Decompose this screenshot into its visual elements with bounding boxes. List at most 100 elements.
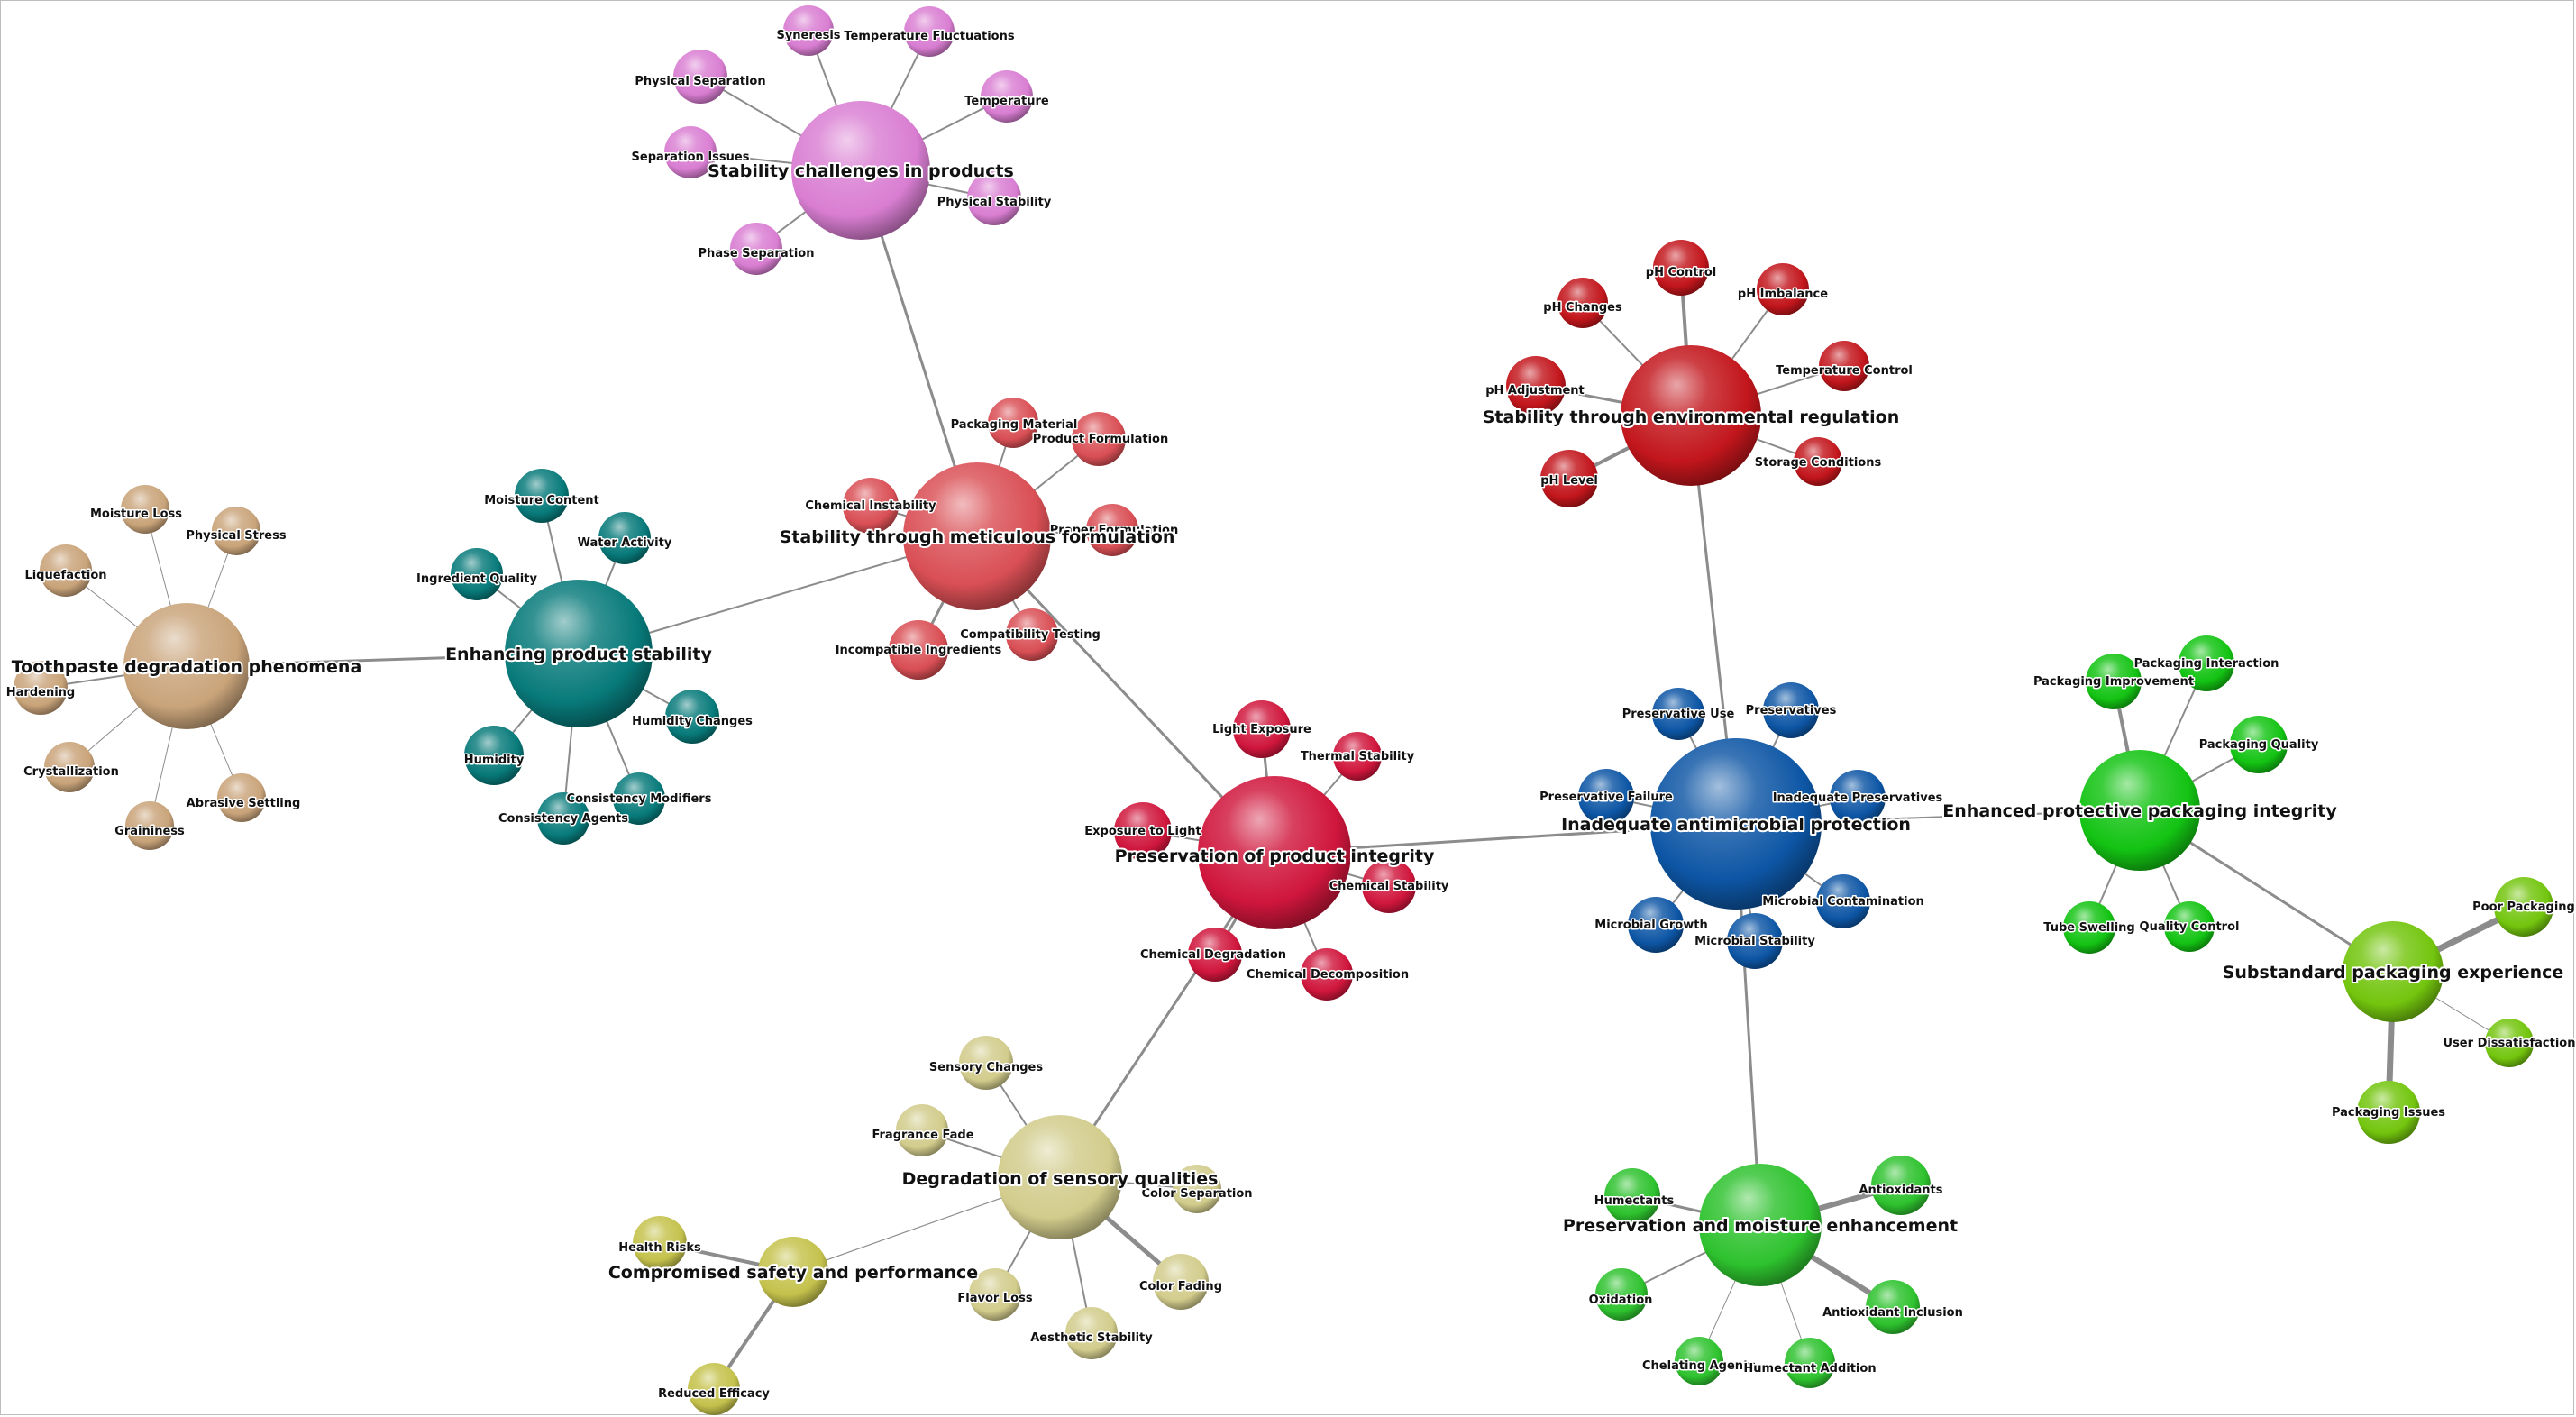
leaf-node-chemical-instability[interactable] <box>843 478 899 534</box>
hub-label: Enhancing product stability <box>445 645 712 664</box>
leaf-node-abrasive-settling[interactable] <box>217 773 266 822</box>
leaf-node-quality-control[interactable] <box>2164 901 2215 952</box>
leaf-label: Humidity Changes <box>632 715 753 728</box>
leaf-node-chelating-agents[interactable] <box>1675 1337 1723 1385</box>
hub-node-antimicrobial[interactable] <box>1650 738 1822 910</box>
leaf-node-consistency-modifiers[interactable] <box>613 772 665 825</box>
leaf-node-preservative-failure[interactable] <box>1578 769 1634 825</box>
hub-node-challenges[interactable] <box>791 101 930 240</box>
leaf-node-water-activity[interactable] <box>598 512 651 564</box>
leaf-node-packaging-material[interactable] <box>988 398 1038 448</box>
leaf-node-antioxidant-inclusion[interactable] <box>1866 1280 1920 1334</box>
leaf-node-moisture-loss[interactable] <box>121 485 169 534</box>
leaf-node-inadequate-preservatives[interactable] <box>1830 770 1886 826</box>
leaf-node-exposure-to-light[interactable] <box>1114 802 1172 860</box>
hub-label: Enhanced protective packaging integrity <box>1942 801 2337 821</box>
leaf-label: Packaging Material <box>951 418 1078 432</box>
leaf-node-separation-issues[interactable] <box>664 126 717 178</box>
leaf-node-microbial-growth[interactable] <box>1628 897 1684 953</box>
leaf-node-ph-imbalance[interactable] <box>1757 263 1809 315</box>
leaf-node-humidity[interactable] <box>464 726 524 785</box>
hub-node-meticulous[interactable] <box>903 462 1051 610</box>
leaf-node-health-risks[interactable] <box>633 1216 687 1270</box>
leaf-label: pH Level <box>1540 474 1598 488</box>
leaf-node-physical-stress[interactable] <box>212 507 260 555</box>
leaf-label: Physical Stress <box>186 529 286 543</box>
hub-node-packaging[interactable] <box>2079 750 2200 871</box>
leaf-node-product-formulation[interactable] <box>1072 412 1126 466</box>
leaf-node-chemical-stability[interactable] <box>1362 859 1416 913</box>
leaf-node-consistency-agents[interactable] <box>537 792 589 845</box>
leaf-node-packaging-quality[interactable] <box>2230 716 2288 773</box>
leaf-node-tube-swelling[interactable] <box>2063 901 2115 954</box>
leaf-node-physical-stability[interactable] <box>967 171 1021 225</box>
leaf-node-oxidation[interactable] <box>1595 1268 1648 1321</box>
leaf-node-light-exposure[interactable] <box>1233 700 1291 758</box>
leaf-node-graininess[interactable] <box>125 801 174 850</box>
leaf-node-chemical-decomposition[interactable] <box>1301 948 1353 1001</box>
leaf-node-packaging-interaction[interactable] <box>2179 635 2234 691</box>
leaf-node-humidity-changes[interactable] <box>665 690 719 744</box>
leaf-node-moisture-content[interactable] <box>515 469 569 523</box>
leaf-node-storage-conditions[interactable] <box>1794 437 1842 486</box>
leaf-label: Hardening <box>6 686 75 699</box>
leaf-node-packaging-issues[interactable] <box>2357 1081 2420 1144</box>
leaf-node-preservative-use[interactable] <box>1652 688 1704 740</box>
hub-node-preservation[interactable] <box>1198 776 1351 929</box>
leaf-node-reduced-efficacy[interactable] <box>688 1363 740 1415</box>
leaf-label: Crystallization <box>23 765 119 779</box>
hub-node-toothpaste[interactable] <box>123 603 250 729</box>
leaf-node-color-fading[interactable] <box>1153 1254 1209 1310</box>
leaf-node-sensory-changes[interactable] <box>959 1036 1013 1090</box>
leaf-node-antioxidants[interactable] <box>1871 1156 1931 1215</box>
leaf-node-temperature-control[interactable] <box>1819 341 1869 391</box>
leaf-node-hardening[interactable] <box>14 661 68 715</box>
leaf-node-ingredient-quality[interactable] <box>451 548 503 600</box>
leaf-node-temperature[interactable] <box>981 70 1033 123</box>
leaf-label: Chemical Instability <box>805 499 936 513</box>
leaf-node-poor-packaging[interactable] <box>2494 877 2553 937</box>
leaf-node-physical-separation[interactable] <box>673 50 727 104</box>
leaf-node-flavor-loss[interactable] <box>969 1268 1021 1321</box>
leaf-node-incompatible-ingredients[interactable] <box>889 620 948 680</box>
leaf-node-chemical-degradation[interactable] <box>1188 928 1242 982</box>
leaf-node-humectants[interactable] <box>1604 1168 1660 1224</box>
leaf-label: Poor Packaging <box>2472 900 2575 914</box>
leaf-node-microbial-contamination[interactable] <box>1816 874 1870 928</box>
hub-node-environmental[interactable] <box>1621 345 1761 486</box>
leaf-node-liquefaction[interactable] <box>40 544 92 597</box>
leaf-node-packaging-improvement[interactable] <box>2086 654 2142 709</box>
leaf-node-microbial-stability[interactable] <box>1727 913 1783 969</box>
leaf-node-fragrance-fade[interactable] <box>896 1104 948 1156</box>
leaf-node-thermal-stability[interactable] <box>1333 732 1382 781</box>
leaf-node-temperature-fluctuations[interactable] <box>904 6 955 57</box>
leaf-node-humectant-addition[interactable] <box>1785 1338 1835 1388</box>
leaf-label: pH Imbalance <box>1738 288 1828 301</box>
leaf-node-ph-control[interactable] <box>1653 240 1709 296</box>
leaf-node-preservatives[interactable] <box>1763 682 1819 738</box>
leaf-node-proper-formulation[interactable] <box>1086 504 1138 556</box>
leaf-node-user-dissatisfaction[interactable] <box>2485 1019 2534 1067</box>
leaf-node-compatibility-testing[interactable] <box>1006 608 1058 661</box>
leaf-label: Exposure to Light <box>1084 825 1201 838</box>
leaf-node-ph-changes[interactable] <box>1557 278 1608 328</box>
hub-label: Stability through environmental regulati… <box>1483 407 1900 427</box>
leaf-label: Microbial Contamination <box>1762 895 1924 909</box>
leaf-node-crystallization[interactable] <box>44 742 95 792</box>
leaf-node-phase-separation[interactable] <box>730 223 782 275</box>
hub-node-safety[interactable] <box>758 1237 828 1307</box>
hub-node-moisture[interactable] <box>1699 1164 1822 1286</box>
leaf-node-syneresis[interactable] <box>783 5 834 56</box>
hub-node-enhancing[interactable] <box>505 580 653 727</box>
hub-node-sensory[interactable] <box>998 1115 1122 1239</box>
leaf-label: Proper Formulation <box>1050 524 1179 537</box>
hub-label: Stability through meticulous formulation <box>780 527 1175 547</box>
hub-node-substandard[interactable] <box>2343 921 2444 1022</box>
leaf-node-ph-level[interactable] <box>1540 450 1598 507</box>
leaf-label: Preservative Failure <box>1539 791 1673 804</box>
leaf-label: Quality Control <box>2140 920 2240 934</box>
leaf-node-ph-adjustment[interactable] <box>1506 356 1566 416</box>
leaf-node-aesthetic-stability[interactable] <box>1065 1307 1118 1359</box>
leaf-node-color-separation[interactable] <box>1173 1165 1221 1213</box>
hub-label: Stability challenges in products <box>708 161 1014 181</box>
